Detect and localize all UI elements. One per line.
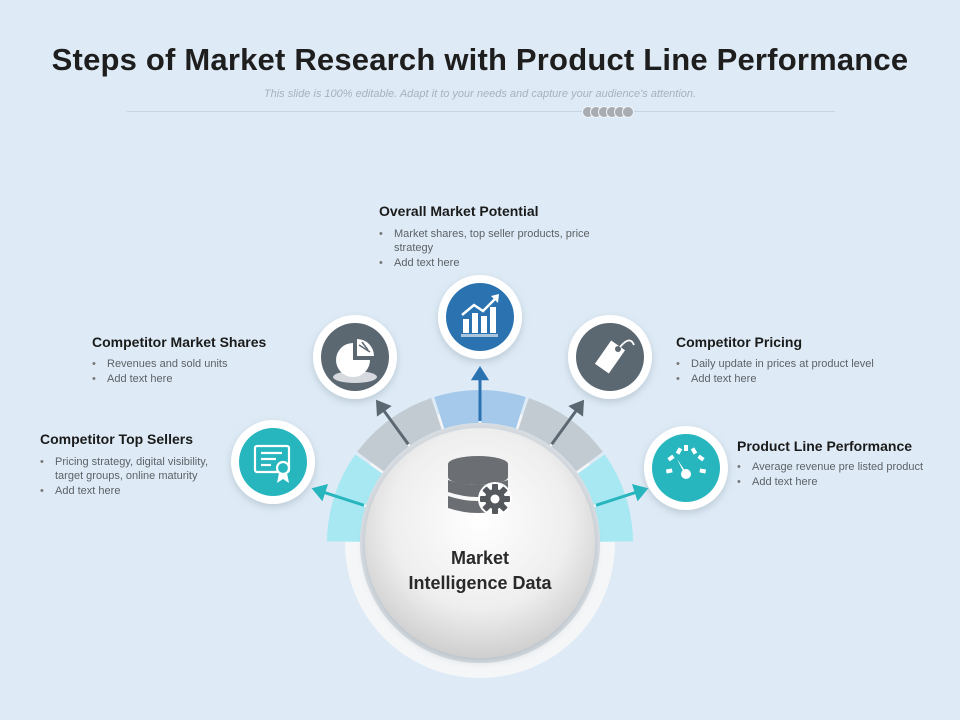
step-badge-market-potential	[438, 275, 522, 359]
arc-segment	[518, 397, 569, 446]
separator-line	[127, 111, 835, 112]
center-label-line2: Intelligence Data	[408, 573, 552, 593]
certificate-icon	[253, 444, 291, 483]
step-heading-pricing: Competitor Pricing	[676, 334, 803, 350]
arc-arrow-shaft	[322, 490, 365, 507]
arc-segment	[391, 397, 442, 446]
bullet-item: Average revenue pre listed product	[737, 460, 952, 474]
database-gear-icon	[448, 456, 512, 516]
pie-chart-icon	[333, 339, 377, 383]
bullet-item: Add text here	[676, 372, 906, 386]
arc-arrow-head	[470, 366, 490, 381]
bullet-item: Pricing strategy, digital visibility, ta…	[40, 455, 230, 483]
step-bullets-product-line: Average revenue pre listed product Add t…	[737, 460, 952, 490]
page-subtitle: This slide is 100% editable. Adapt it to…	[263, 88, 697, 100]
arc-arrow-shaft	[595, 490, 638, 507]
speedometer-icon	[665, 445, 707, 479]
step-bullets-market-potential: Market shares, top seller products, pric…	[379, 227, 594, 271]
arc-arrow-shaft	[550, 408, 579, 446]
step-badge-product-line	[644, 426, 728, 510]
center-label: Market Intelligence Data	[380, 546, 580, 596]
price-tag-icon	[594, 339, 635, 374]
step-heading-product-line: Product Line Performance	[737, 438, 913, 454]
bullet-item: Daily update in prices at product level	[676, 357, 906, 371]
step-badge-top-sellers	[231, 420, 315, 504]
page-title: Steps of Market Research with Product Li…	[51, 42, 909, 77]
step-heading-top-sellers: Competitor Top Sellers	[40, 431, 193, 447]
arc-segment	[551, 420, 603, 472]
bullet-item: Market shares, top seller products, pric…	[379, 227, 594, 255]
arc-arrow-head	[375, 399, 392, 417]
bullet-item: Add text here	[92, 372, 292, 386]
bullet-item: Add text here	[40, 484, 230, 498]
growth-chart-icon	[461, 294, 499, 337]
arc-arrow-head	[568, 399, 585, 417]
title-separator	[127, 105, 835, 119]
arc-segment	[434, 390, 479, 429]
step-heading-market-shares: Competitor Market Shares	[92, 334, 267, 350]
separator-dot	[622, 106, 634, 118]
arc-segment	[327, 497, 366, 542]
arc-segment	[577, 454, 626, 505]
step-badge-pricing	[568, 315, 652, 399]
arc-segment	[481, 390, 526, 429]
center-label-line1: Market	[450, 548, 510, 568]
arc-arrows	[311, 366, 649, 507]
step-heading-market-potential: Overall Market Potential	[379, 203, 539, 219]
bullet-item: Add text here	[737, 475, 952, 489]
arc-arrow-head	[631, 484, 649, 502]
step-badge-market-shares	[313, 315, 397, 399]
arc-segment	[594, 497, 633, 542]
arc-segment	[357, 420, 409, 472]
step-bullets-top-sellers: Pricing strategy, digital visibility, ta…	[40, 455, 230, 499]
bullet-item: Revenues and sold units	[92, 357, 292, 371]
arc-segment	[334, 454, 383, 505]
step-bullets-market-shares: Revenues and sold units Add text here	[92, 357, 292, 387]
arc-segments	[327, 390, 633, 542]
center-circle	[365, 428, 595, 658]
arc-arrow-shaft	[381, 408, 410, 446]
arc-arrow-head	[311, 484, 329, 502]
bullet-item: Add text here	[379, 256, 594, 270]
step-bullets-pricing: Daily update in prices at product level …	[676, 357, 906, 387]
